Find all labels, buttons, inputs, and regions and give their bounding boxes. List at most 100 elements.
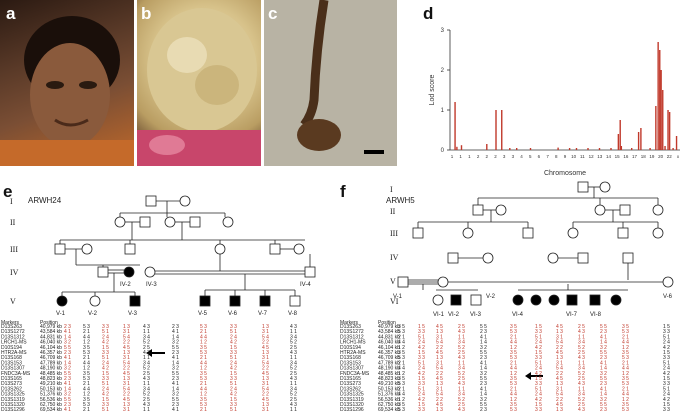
x-tick-label: 1 <box>451 154 454 159</box>
lod-bar <box>456 147 457 150</box>
lod-bar <box>486 144 487 150</box>
allele-value: 1 3 <box>436 407 443 413</box>
x-tick-label: 13 <box>597 154 603 159</box>
x-tick-label: 4 <box>520 154 523 159</box>
x-tick-label: 14 <box>606 154 612 159</box>
x-tick-label: 5 <box>529 154 532 159</box>
lod-bar <box>620 120 621 150</box>
lod-bar <box>659 50 660 150</box>
lod-bar <box>640 128 641 150</box>
id-label: IV-2 <box>120 282 131 288</box>
id-label: VI-7 <box>566 312 578 318</box>
lod-bar <box>669 112 670 150</box>
lod-bar <box>495 110 496 150</box>
id-label: VI-2 <box>448 312 460 318</box>
allele-value: 3 1 <box>123 407 130 413</box>
x-axis-label: Chromosome <box>544 170 586 177</box>
x-tick-label: 10 <box>571 154 577 159</box>
x-tick-label: 16 <box>623 154 629 159</box>
id-label: V-3 <box>128 311 138 317</box>
id-label: VI-3 <box>470 312 482 318</box>
photo-hair-shaft-microscopy <box>264 0 397 166</box>
lod-bar <box>676 136 677 150</box>
lod-bar <box>569 148 570 150</box>
allele-value: 4 1 <box>172 407 179 413</box>
lod-bar <box>587 148 588 150</box>
lod-bar <box>672 148 673 150</box>
lod-bar <box>664 146 665 150</box>
panel-label-c: c <box>268 4 277 24</box>
id-label: IV-4 <box>300 282 311 288</box>
lod-score-chart: 0123Lod scoreChromosome11122233456789101… <box>400 0 685 180</box>
x-tick-label: 3 <box>512 154 515 159</box>
allele-value: 3 3 <box>663 407 670 413</box>
pedigree-female <box>223 217 233 227</box>
id-label: V-2 <box>88 311 98 317</box>
allele-value: 2 1 <box>200 407 207 413</box>
pedigree-female <box>180 196 190 206</box>
x-tick-label: 18 <box>641 154 647 159</box>
lod-bar <box>655 106 656 150</box>
id-label: VI-8 <box>590 312 602 318</box>
id-label: V-1 <box>393 294 403 300</box>
lod-bar <box>649 148 650 150</box>
allele-value: 3 3 <box>418 407 425 413</box>
y-tick-label: 1 <box>441 108 445 114</box>
allele-value: 5 3 <box>398 407 405 413</box>
x-tick-label: 7 <box>546 154 549 159</box>
pedigree-title-f: ARWH5 <box>386 196 415 205</box>
allele-value: 4 3 <box>458 407 465 413</box>
generation-label: IV <box>390 253 399 262</box>
id-label: V-7 <box>258 311 268 317</box>
x-tick-label: 20 <box>658 154 664 159</box>
allele-value: 1 1 <box>143 407 150 413</box>
lod-bar <box>631 148 632 150</box>
y-tick-label: 0 <box>441 148 445 154</box>
x-tick-label: 17 <box>632 154 638 159</box>
lod-bar <box>610 148 611 150</box>
id-label: VI-1 <box>433 312 445 318</box>
x-tick-label: x <box>677 154 680 159</box>
x-tick-label: 1 <box>459 154 462 159</box>
x-tick-label: 9 <box>564 154 567 159</box>
lod-bar <box>638 132 639 150</box>
x-tick-label: 11 <box>580 154 585 159</box>
lod-bar <box>501 110 502 150</box>
generation-label: II <box>10 218 16 227</box>
photo-patient-face <box>0 0 134 166</box>
marker-position: 69,534 kb <box>40 407 62 413</box>
y-axis-label: Lod score <box>429 75 436 106</box>
id-label: IV-3 <box>146 282 157 288</box>
x-tick-label: 1 <box>468 154 471 159</box>
lod-bar <box>530 148 531 150</box>
lod-bar <box>662 90 663 150</box>
x-tick-label: 6 <box>538 154 541 159</box>
y-tick-label: 2 <box>441 68 445 74</box>
x-tick-label: 2 <box>494 154 497 159</box>
lod-bar <box>667 110 668 150</box>
allele-value: 4 1 <box>64 407 71 413</box>
allele-value: 5 1 <box>230 407 237 413</box>
lod-bar <box>557 148 558 150</box>
allele-value: 3 3 <box>535 407 542 413</box>
allele-value: 5 3 <box>622 407 629 413</box>
x-tick-label: 3 <box>503 154 506 159</box>
generation-label: V <box>10 297 16 306</box>
id-label: V-2 <box>486 294 496 300</box>
lod-bar <box>657 42 658 150</box>
id-label: V-8 <box>288 311 298 317</box>
photo-woolly-hair <box>137 0 261 166</box>
lod-bar <box>576 148 577 150</box>
x-tick-label: 22 <box>667 154 673 159</box>
x-tick-label: 2 <box>477 154 480 159</box>
generation-label: III <box>390 229 398 238</box>
generation-label: I <box>390 185 393 194</box>
allele-value: 3 1 <box>262 407 269 413</box>
generation-label: V <box>390 277 396 286</box>
id-label: V-6 <box>228 311 238 317</box>
lod-bar <box>660 70 661 150</box>
lod-bar <box>509 148 510 150</box>
lod-bar <box>454 102 455 150</box>
